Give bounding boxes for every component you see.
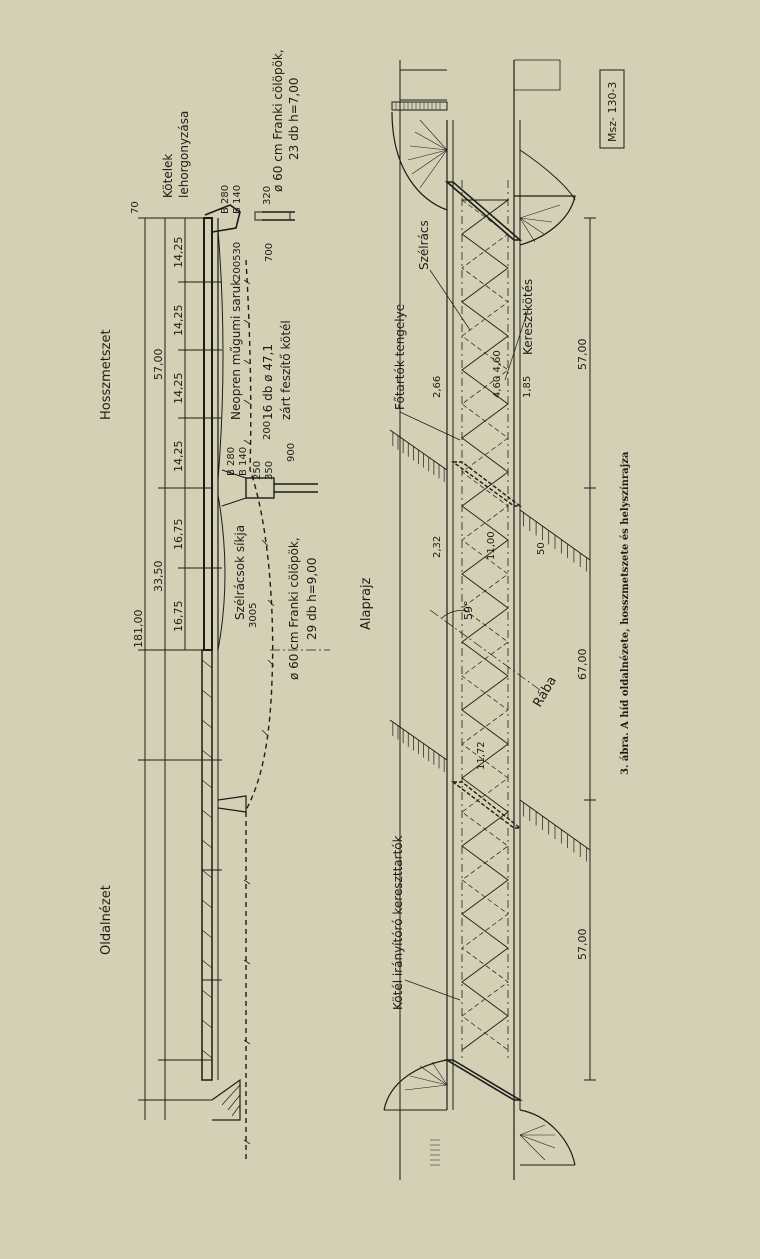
dim-p-50: 50: [536, 542, 547, 555]
label-river: Rába: [530, 674, 559, 710]
label-b280-top: B 280: [220, 185, 231, 214]
dim-main-span: 57,00: [152, 349, 165, 381]
dim-sub-a2: 16,75: [172, 519, 185, 551]
dim-200530: 200530: [232, 242, 243, 280]
label-b280-mid: B 280: [226, 447, 237, 476]
dim-plan-side-top: 57,00: [576, 339, 589, 371]
dim-plan-side-bottom: 57,00: [576, 929, 589, 961]
label-cable-count-1: 16 db ø 47,1: [261, 344, 275, 420]
label-side-view: Oldalnézet: [99, 885, 114, 955]
dim-350: 350: [264, 461, 275, 480]
drawing-labels: Oldalnézet Hosszmetszet Alaprajz 181,00 …: [99, 49, 631, 1010]
label-cross-tie: Keresztkötés: [521, 279, 535, 355]
label-wind-bracing-plane: Szélrácsok síkja: [233, 525, 247, 620]
label-franki-mid-2: 29 db h=9,00: [305, 557, 319, 640]
dim-p-185: 1,85: [522, 376, 533, 398]
label-plan-view: Alaprajz: [359, 577, 374, 630]
label-cable-cross-girders: Kötél irányítóró kereszttartók: [391, 835, 405, 1010]
label-cable-count-2: zárt feszítő kötél: [279, 320, 293, 420]
label-franki-end-1: ø 60 cm Franki cölöpök,: [271, 49, 285, 192]
drawing-id: Msz- 130-3: [606, 82, 619, 142]
label-franki-end-2: 23 db h=7,00: [287, 77, 301, 160]
label-cable-anchorage-2: lehorgonyzása: [177, 111, 191, 198]
dim-sub-b4: 14,25: [172, 237, 185, 269]
dim-p-460: 4,60 4,60: [492, 350, 503, 398]
label-b140-top: B 140: [232, 185, 243, 214]
dim-total: 181,00: [132, 610, 145, 649]
label-b140-mid: B 140: [238, 447, 249, 476]
dim-3005: 3005: [248, 603, 259, 628]
dim-sub-b2: 14,25: [172, 373, 185, 405]
dim-p-1100: 11,00: [486, 531, 497, 560]
plan-view: [383, 59, 625, 1180]
dim-sub-b1: 14,25: [172, 441, 185, 473]
dim-320: 320: [262, 186, 273, 205]
dim-p-232: 2,32: [432, 536, 443, 558]
dim-sub-a1: 16,75: [172, 601, 185, 633]
dim-top-70: 70: [130, 201, 141, 214]
figure-caption: 3. ábra. A híd oldalnézete, hosszmetszet…: [620, 451, 631, 775]
dim-200: 200: [262, 421, 273, 440]
label-franki-mid-1: ø 60 cm Franki cölöpök,: [287, 537, 301, 680]
label-neoprene: Neopren műgumi saruk: [229, 279, 243, 420]
side-view-elevation: [138, 204, 330, 1160]
dim-p-1172: 11,72: [476, 741, 487, 770]
label-main-girder-axis: Főtartók tengelye: [393, 304, 407, 410]
label-wind-bracing: Szélrács: [417, 220, 431, 270]
dim-250: 250: [252, 461, 263, 480]
dim-plan-mid: 67,00: [576, 649, 589, 681]
label-cable-anchorage-1: Kötelek: [161, 154, 175, 198]
dim-p-266: 2,66: [432, 376, 443, 398]
dim-900: 900: [286, 443, 297, 462]
label-angle: 59°: [462, 601, 475, 621]
dim-sub-b3: 14,25: [172, 305, 185, 337]
label-long-section: Hosszmetszet: [99, 329, 114, 420]
dim-half: 33,50: [152, 561, 165, 593]
dim-700: 700: [264, 243, 275, 262]
